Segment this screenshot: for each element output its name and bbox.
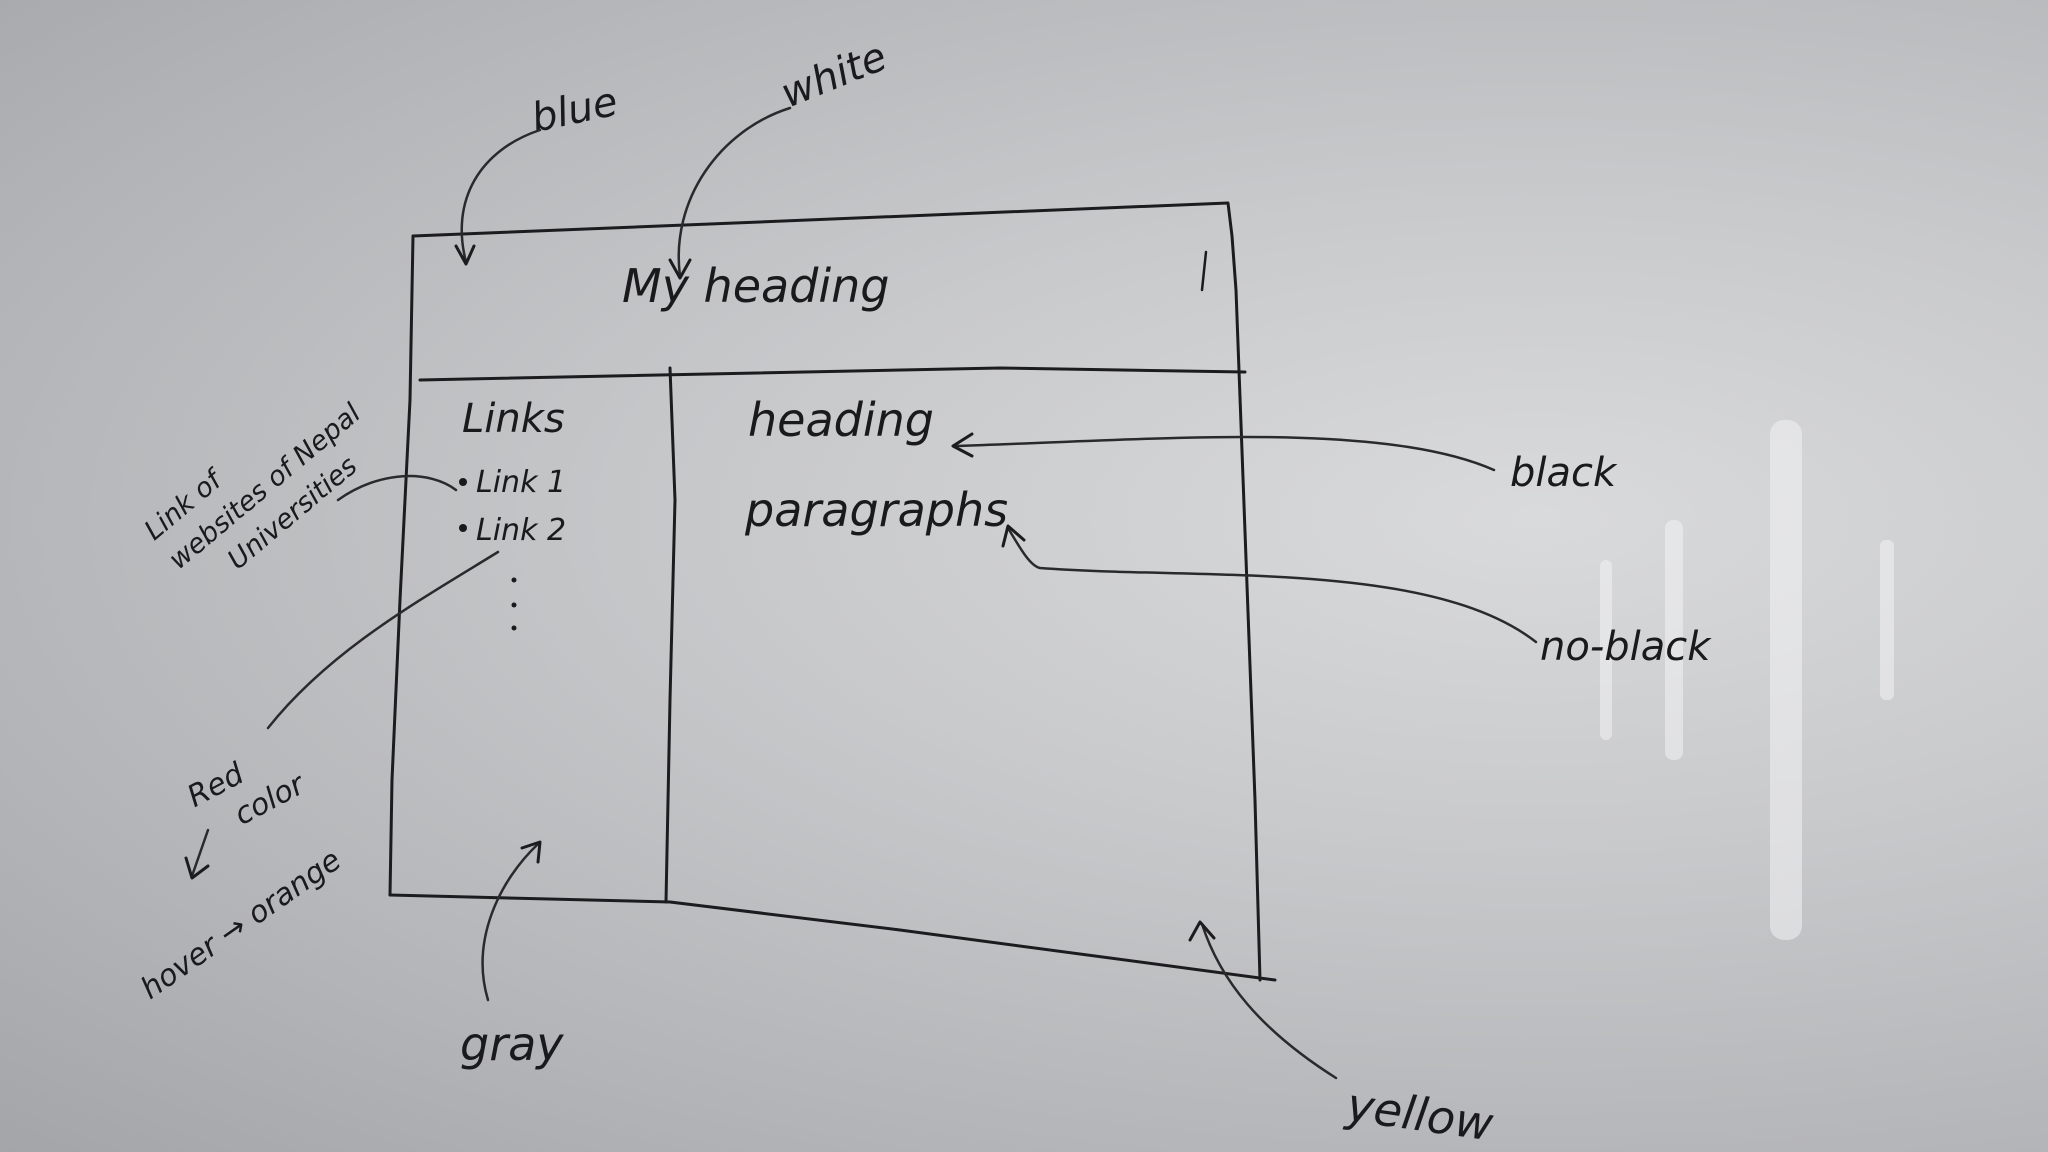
sidebar-link-1[interactable]: Link 1 xyxy=(476,465,566,500)
annotation-black: black xyxy=(1510,450,1618,496)
main-heading: heading xyxy=(748,393,934,447)
arrowhead-icon xyxy=(1001,524,1026,548)
arrow-blue xyxy=(460,128,542,264)
sidebar-link-2[interactable]: Link 2 xyxy=(476,513,566,548)
bullet-icon xyxy=(459,524,467,532)
arrow-black xyxy=(953,435,1496,472)
arrow-links-note xyxy=(336,474,458,502)
annotation-no-black: no-black xyxy=(1540,624,1712,670)
arrow-gray xyxy=(481,842,540,1002)
sidebar-heading: Links xyxy=(462,396,565,442)
arrow-red-color xyxy=(266,550,500,730)
whiteboard-glare xyxy=(1600,420,1894,940)
ellipsis-icon xyxy=(511,577,517,631)
arrow-no-black xyxy=(1006,526,1538,644)
annotation-blue: blue xyxy=(528,79,622,142)
annotation-white: white xyxy=(775,34,894,118)
arrow-hover xyxy=(190,828,210,878)
arrow-yellow xyxy=(1200,922,1338,1080)
annotation-yellow: yellow xyxy=(1341,1077,1496,1151)
main-paragraph: paragraphs xyxy=(744,483,1008,537)
annotation-red-color: Red color xyxy=(182,756,312,833)
annotation-gray: gray xyxy=(460,1017,564,1071)
arrowhead-icon xyxy=(951,432,974,458)
annotation-links-note: Link of websites of Nepal Universities xyxy=(139,398,367,576)
arrowhead-icon xyxy=(1188,920,1216,942)
wireframe-box xyxy=(388,201,1277,982)
header-title: My heading xyxy=(622,259,890,313)
arrow-white xyxy=(677,106,792,278)
arrowhead-icon xyxy=(668,258,692,280)
arrowhead-icon xyxy=(184,856,210,880)
arrowhead-icon xyxy=(520,840,542,864)
annotation-hover: hover → orange xyxy=(135,843,348,1007)
arrowhead-icon xyxy=(454,244,476,266)
bullet-icon xyxy=(459,478,467,486)
